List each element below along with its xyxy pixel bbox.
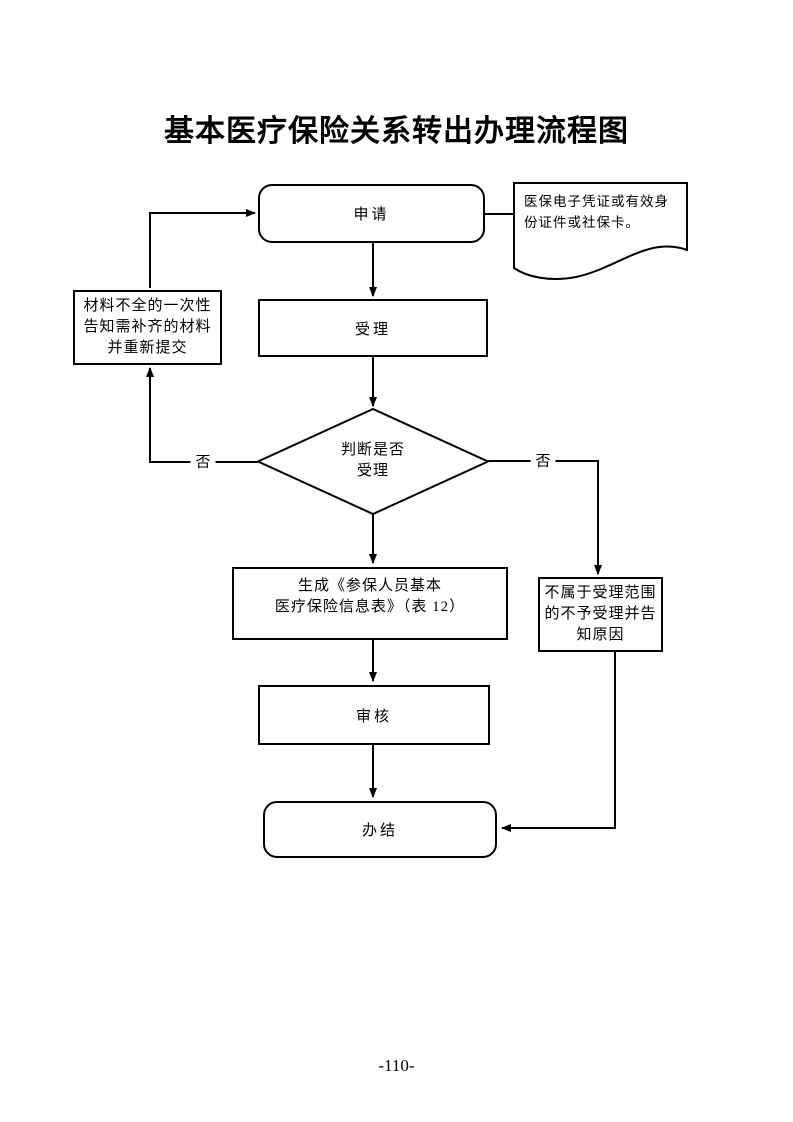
- decision-line: 判断是否: [340, 442, 405, 458]
- node-materials: 材料不全的一次性 告知需补齐的材料 并重新提交: [73, 290, 222, 365]
- node-apply: 申请: [258, 184, 485, 243]
- connector-materials-to-apply: [149, 209, 256, 288]
- flowchart-title: 基本医疗保险关系转出办理流程图: [164, 115, 629, 148]
- decision-diamond: [255, 407, 491, 516]
- materials-line: 材料不全的一次性: [83, 298, 212, 314]
- page-number: -110-: [378, 1056, 415, 1075]
- decision-line: 受理: [356, 463, 389, 479]
- materials-line: 告知需补齐的材料: [83, 319, 212, 335]
- node-apply-label: 申请: [353, 207, 390, 223]
- node-accept: 受理: [258, 299, 488, 357]
- edge-label-no-right: 否: [530, 449, 556, 471]
- attachment-line: 份证件或社保卡。: [524, 215, 640, 230]
- node-reject: 不属于受理范围 的不予受理并告 知原因: [538, 577, 663, 652]
- generate-line: 生成《参保人员基本: [297, 578, 442, 594]
- node-complete-label: 办结: [361, 823, 398, 839]
- node-review: 审核: [258, 685, 490, 745]
- connector-decision-to-materials: [146, 367, 258, 463]
- reject-line: 知原因: [576, 627, 625, 643]
- node-complete: 办结: [263, 801, 497, 858]
- materials-line: 并重新提交: [107, 340, 188, 356]
- connector-reject-to-complete: [501, 652, 616, 832]
- connector-decision-to-reject: [488, 460, 602, 575]
- attachment-line: 医保电子凭证或有效身: [524, 194, 669, 209]
- node-attachment-text: 医保电子凭证或有效身 份证件或社保卡。: [524, 191, 679, 233]
- node-generate: 生成《参保人员基本 医疗保险信息表》（表 12）: [232, 567, 508, 640]
- document-shape: [513, 182, 688, 280]
- node-accept-label: 受理: [354, 321, 391, 338]
- node-decision-text: 判断是否 受理: [288, 437, 458, 485]
- reject-line: 不属于受理范围: [544, 585, 657, 601]
- generate-line: 医疗保险信息表》（表 12）: [274, 599, 466, 615]
- node-review-label: 审核: [355, 708, 392, 725]
- reject-line: 的不予受理并告: [544, 606, 657, 622]
- edge-label-no-left: 否: [190, 450, 216, 472]
